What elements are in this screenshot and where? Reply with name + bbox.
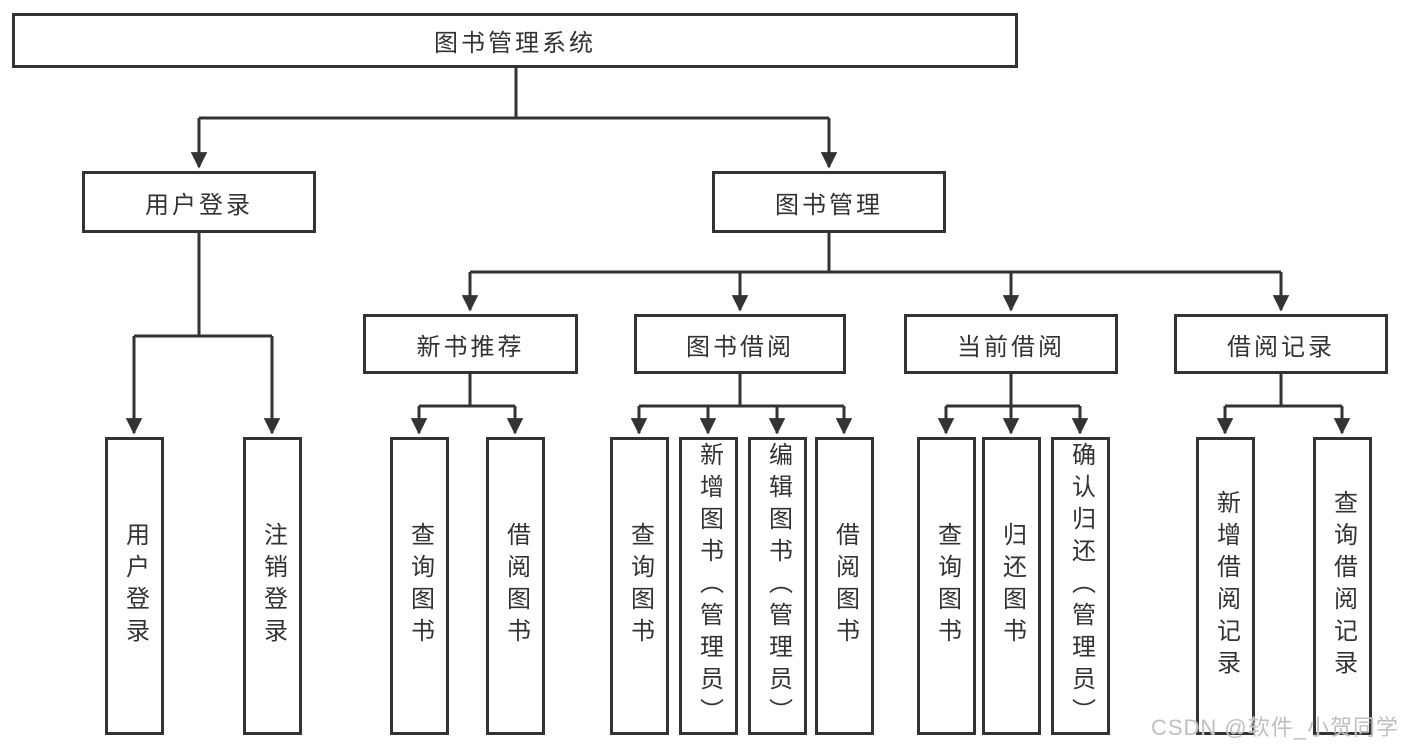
node-label: 当前借阅: [957, 333, 1065, 361]
leaf-edit-books-admin: 编辑图书（管理员）: [748, 437, 807, 735]
leaf-add-books-admin: 新增图书（管理员）: [679, 437, 738, 735]
leaf-borrow-books: 借阅图书: [815, 437, 874, 735]
node-label: 借阅图书: [502, 522, 530, 650]
node-label: 归还图书: [998, 522, 1026, 650]
node-book-management: 图书管理: [712, 171, 946, 233]
node-label: 确认归还（管理员）: [1067, 442, 1095, 730]
leaf-logout: 注销登录: [243, 437, 302, 735]
node-label: 图书管理系统: [434, 30, 596, 57]
node-library-management-system: 图书管理系统: [12, 13, 1018, 68]
leaf-return-books: 归还图书: [982, 437, 1041, 735]
node-label: 编辑图书（管理员）: [764, 442, 792, 730]
node-label: 注销登录: [259, 522, 287, 650]
node-label: 查询借阅记录: [1329, 490, 1357, 682]
node-borrowing-records: 借阅记录: [1174, 314, 1388, 374]
leaf-query-books-recommend: 查询图书: [390, 437, 449, 735]
leaf-user-login: 用户登录: [105, 437, 164, 735]
leaf-confirm-return-admin: 确认归还（管理员）: [1051, 437, 1110, 735]
node-label: 新增借阅记录: [1212, 490, 1240, 682]
node-label: 借阅记录: [1227, 333, 1335, 361]
node-current-borrowing: 当前借阅: [904, 314, 1118, 374]
node-label: 图书管理: [775, 191, 883, 219]
leaf-query-books-current: 查询图书: [917, 437, 976, 735]
node-user-login: 用户登录: [82, 171, 316, 233]
leaf-query-books-borrowing: 查询图书: [610, 437, 669, 735]
leaf-add-borrow-record: 新增借阅记录: [1196, 437, 1255, 735]
node-label: 用户登录: [121, 522, 149, 650]
leaf-query-borrow-record: 查询借阅记录: [1313, 437, 1372, 735]
leaf-borrow-books-recommend: 借阅图书: [486, 437, 545, 735]
node-book-borrowing: 图书借阅: [634, 314, 846, 374]
node-label: 新书推荐: [416, 333, 525, 361]
node-label: 新增图书（管理员）: [695, 442, 723, 730]
node-label: 借阅图书: [831, 522, 859, 650]
node-label: 查询图书: [626, 522, 654, 650]
node-label: 用户登录: [145, 191, 253, 219]
node-label: 查询图书: [933, 522, 961, 650]
node-label: 查询图书: [406, 522, 434, 650]
node-label: 图书借阅: [686, 333, 794, 361]
csdn-watermark: CSDN @软件_小贺同学: [1150, 715, 1399, 740]
node-new-book-recommend: 新书推荐: [363, 314, 578, 374]
